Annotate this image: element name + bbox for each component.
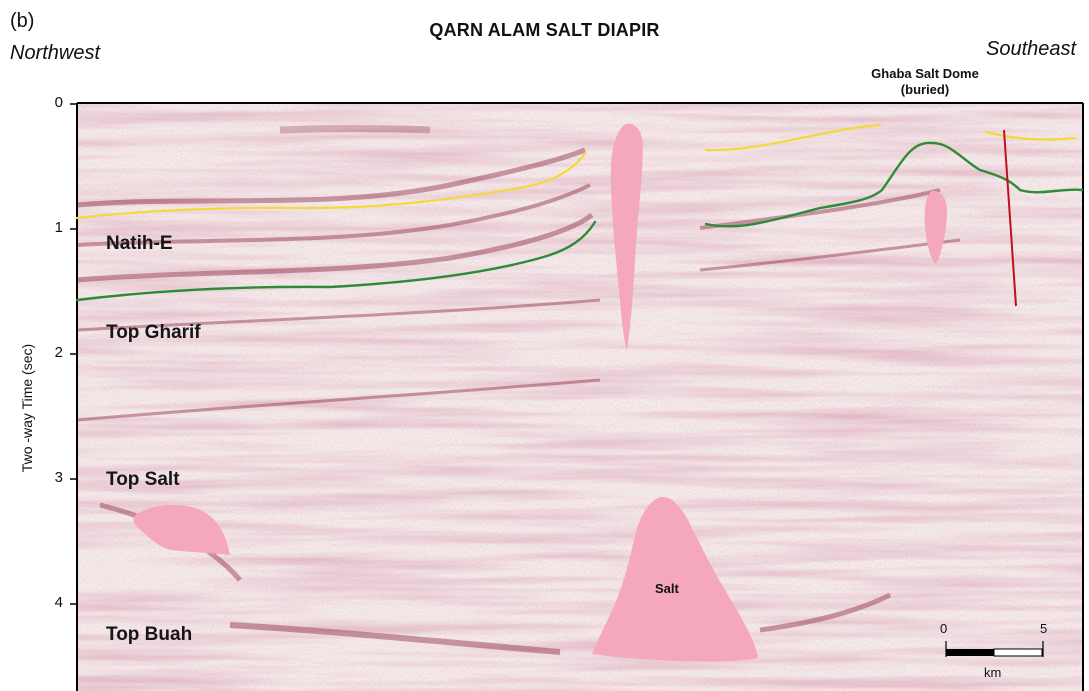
direction-northwest-label: Northwest xyxy=(10,42,100,65)
horizon-label-top-salt: Top Salt xyxy=(106,469,180,491)
figure-title: QARN ALAM SALT DIAPIR xyxy=(0,20,1089,41)
y-axis-ticks xyxy=(70,104,77,604)
direction-southeast-label: Southeast xyxy=(986,38,1076,61)
salt-body-label: Salt xyxy=(655,581,679,596)
scale-bar-start-label: 0 xyxy=(940,621,947,636)
ghaba-salt-dome-label: Ghaba Salt Dome xyxy=(820,66,1030,81)
y-tick-label: 3 xyxy=(33,469,63,486)
horizon-label-natih-e: Natih-E xyxy=(106,233,173,255)
y-tick-label: 2 xyxy=(33,344,63,361)
y-tick-label: 0 xyxy=(33,94,63,111)
ghaba-buried-label: (buried) xyxy=(820,82,1030,97)
y-tick-label: 4 xyxy=(33,594,63,611)
scale-bar-end-label: 5 xyxy=(1040,621,1047,636)
scale-bar-unit-label: km xyxy=(984,665,1001,680)
y-tick-label: 1 xyxy=(33,219,63,236)
horizon-label-top-buah: Top Buah xyxy=(106,624,192,646)
horizon-label-top-gharif: Top Gharif xyxy=(106,322,201,344)
